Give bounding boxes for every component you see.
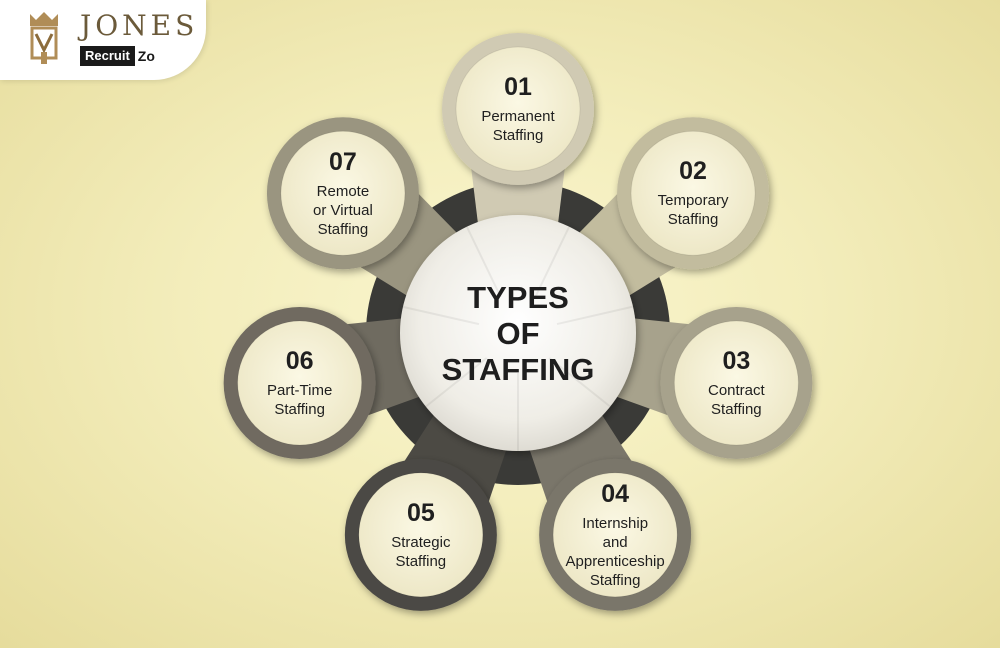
item-label-line: Staffing	[711, 401, 762, 418]
item-label-line: Remote	[316, 182, 370, 200]
logo-wordmark: JONES	[80, 9, 199, 42]
center-title-line: OF	[496, 316, 540, 351]
petal-inner-circle	[280, 130, 406, 256]
petal-inner-circle	[552, 472, 678, 598]
petal-inner-circle	[673, 320, 799, 446]
item-label-line: and	[602, 533, 628, 551]
item-label-line: Staffing	[317, 220, 369, 238]
item-label-line: or Virtual	[313, 201, 373, 219]
hub-facet-line	[402, 305, 480, 326]
center-title: TYPES OF STAFFING	[418, 280, 618, 388]
item-label-line: Temporary	[657, 192, 729, 210]
item-number: 03	[722, 347, 751, 375]
center-title-line: STAFFING	[441, 352, 595, 387]
hub-facet-line	[465, 226, 502, 298]
hub-facet-line	[556, 305, 634, 326]
item-label-line: Apprenticeship	[565, 552, 665, 570]
item-number: 06	[285, 347, 314, 375]
center-hub	[400, 215, 636, 451]
item-label-line: Staffing	[492, 127, 544, 144]
item-number: 07	[329, 147, 357, 176]
item-number: 01	[504, 73, 532, 101]
item-label-line: Strategic	[391, 533, 451, 551]
item-number: 02	[679, 157, 707, 186]
petal-inner-circle	[237, 320, 363, 446]
hub-facet-line	[534, 226, 571, 298]
lion-crest-icon	[30, 12, 58, 64]
logo-tagline: Recruit Zo	[80, 46, 155, 66]
logo-tagline-recruit: Recruit	[80, 46, 135, 66]
hub-facet-line	[548, 357, 611, 408]
item-number: 05	[406, 498, 435, 527]
item-label-line: Permanent	[481, 108, 555, 125]
petal-inner-circle	[630, 130, 756, 256]
item-label-line: Staffing	[274, 401, 325, 418]
item-label-line: Staffing	[395, 552, 447, 570]
item-label-line: Internship	[582, 514, 649, 532]
item-label-line: Contract	[707, 382, 765, 399]
item-label-line: Staffing	[589, 571, 641, 589]
logo: JONES Recruit Zo	[0, 0, 206, 80]
petal-inner-circle	[455, 46, 581, 172]
logo-tagline-zo: Zo	[137, 48, 155, 64]
item-label-line: Part-Time	[267, 382, 333, 399]
item-label-line: Staffing	[667, 211, 719, 229]
hub-facet-line	[425, 357, 488, 408]
item-number: 04	[601, 479, 630, 508]
center-title-line: TYPES	[467, 280, 569, 315]
petal-inner-circle	[358, 472, 484, 598]
